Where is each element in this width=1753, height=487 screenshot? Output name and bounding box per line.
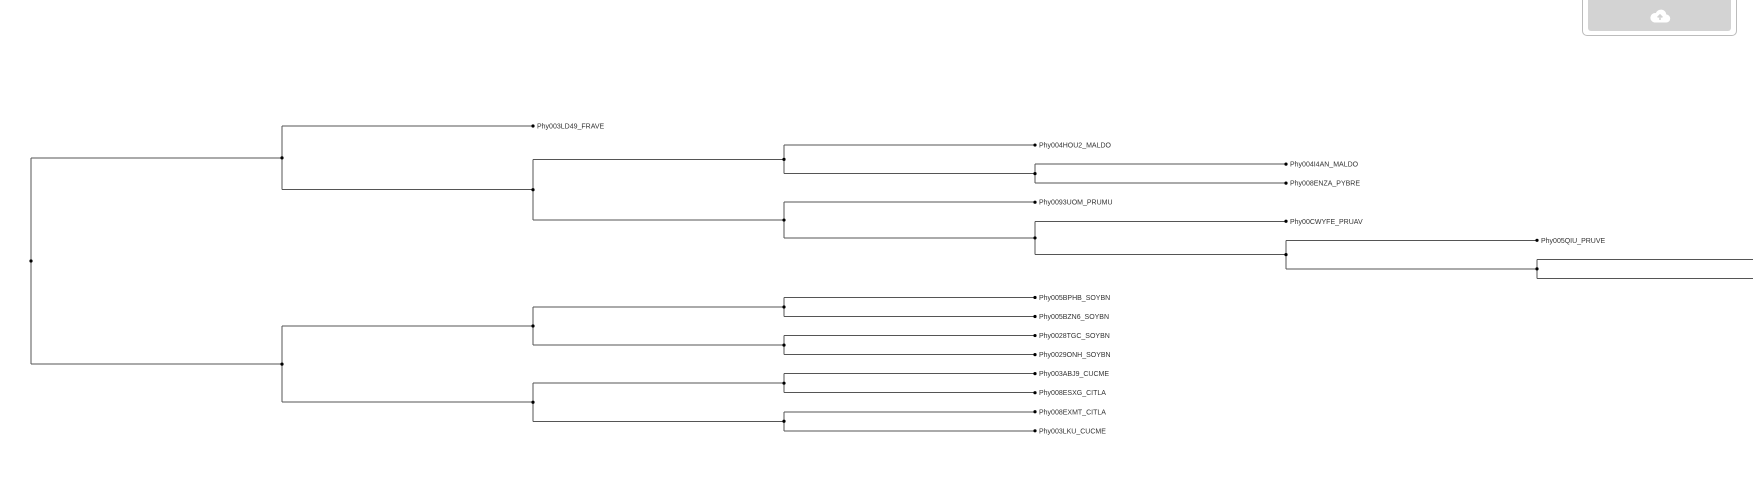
internal-node[interactable] — [280, 362, 284, 366]
leaf-node[interactable] — [1033, 143, 1037, 147]
internal-node[interactable] — [1535, 267, 1539, 271]
leaf-node[interactable] — [531, 124, 535, 128]
internal-node[interactable] — [531, 188, 535, 192]
leaf-node[interactable] — [1033, 295, 1037, 300]
leaf-node[interactable] — [1033, 200, 1037, 204]
leaf-label[interactable]: Phy0029ONH_SOYBN — [1039, 352, 1111, 359]
leaf-node[interactable] — [1033, 314, 1037, 319]
internal-node[interactable] — [782, 381, 786, 385]
internal-node[interactable] — [280, 156, 284, 160]
leaf-label[interactable]: Phy008ESXG_CITLA — [1039, 390, 1106, 397]
leaf-node[interactable] — [1033, 333, 1037, 338]
internal-node[interactable] — [782, 419, 786, 423]
leaf-label[interactable]: Phy008EXMT_CITLA — [1039, 409, 1106, 416]
tree-nodes — [29, 124, 1539, 433]
internal-node[interactable] — [1033, 172, 1037, 176]
leaf-label[interactable]: Phy008ENZA_PYBRE — [1290, 181, 1360, 188]
internal-node[interactable] — [782, 218, 786, 222]
cloud-upload-icon — [1649, 8, 1671, 24]
leaf-node[interactable] — [1033, 372, 1037, 376]
leaf-label[interactable]: Phy004I4AN_MALDO — [1290, 162, 1359, 169]
leaf-label[interactable]: Phy003ABJ9_CUCME — [1039, 371, 1109, 378]
internal-node[interactable] — [1033, 236, 1037, 240]
leaf-label[interactable]: Phy00CWYFE_PRUAV — [1290, 219, 1363, 226]
internal-node[interactable] — [531, 324, 535, 328]
upload-panel — [1582, 0, 1737, 36]
internal-node[interactable] — [1284, 252, 1288, 257]
internal-node[interactable] — [782, 343, 786, 347]
leaf-node[interactable] — [1284, 219, 1288, 223]
leaf-node[interactable] — [1284, 162, 1288, 166]
leaf-label[interactable]: Phy004HOU2_MALDO — [1039, 143, 1112, 150]
leaf-node[interactable] — [1033, 429, 1037, 433]
leaf-node[interactable] — [1033, 410, 1037, 414]
leaf-label[interactable]: Phy005BPHB_SOYBN — [1039, 295, 1110, 302]
internal-node[interactable] — [782, 305, 786, 309]
leaf-label[interactable]: Phy0028TGC_SOYBN — [1039, 333, 1110, 340]
leaf-label[interactable]: Phy005QIU_PRUVE — [1541, 238, 1606, 245]
leaf-node[interactable] — [1033, 391, 1037, 395]
internal-node[interactable] — [531, 400, 535, 404]
leaf-label[interactable]: Phy005BZN6_SOYBN — [1039, 314, 1109, 321]
tree-branches — [30, 125, 1753, 432]
leaf-node[interactable] — [1284, 181, 1288, 185]
leaf-node[interactable] — [1033, 353, 1037, 357]
internal-node[interactable] — [29, 259, 33, 263]
tree-leaf-labels: Phy003LD49_FRAVE Phy004HOU2_MALDO Phy004I4… — [537, 124, 1606, 436]
leaf-node[interactable] — [1535, 238, 1539, 242]
internal-node[interactable] — [782, 157, 786, 161]
leaf-label[interactable]: Phy003LD49_FRAVE — [537, 124, 605, 131]
leaf-label[interactable]: Phy0093UOM_PRUMU — [1039, 200, 1113, 207]
upload-button[interactable] — [1588, 0, 1731, 31]
leaf-label[interactable]: Phy003LKU_CUCME — [1039, 428, 1106, 435]
